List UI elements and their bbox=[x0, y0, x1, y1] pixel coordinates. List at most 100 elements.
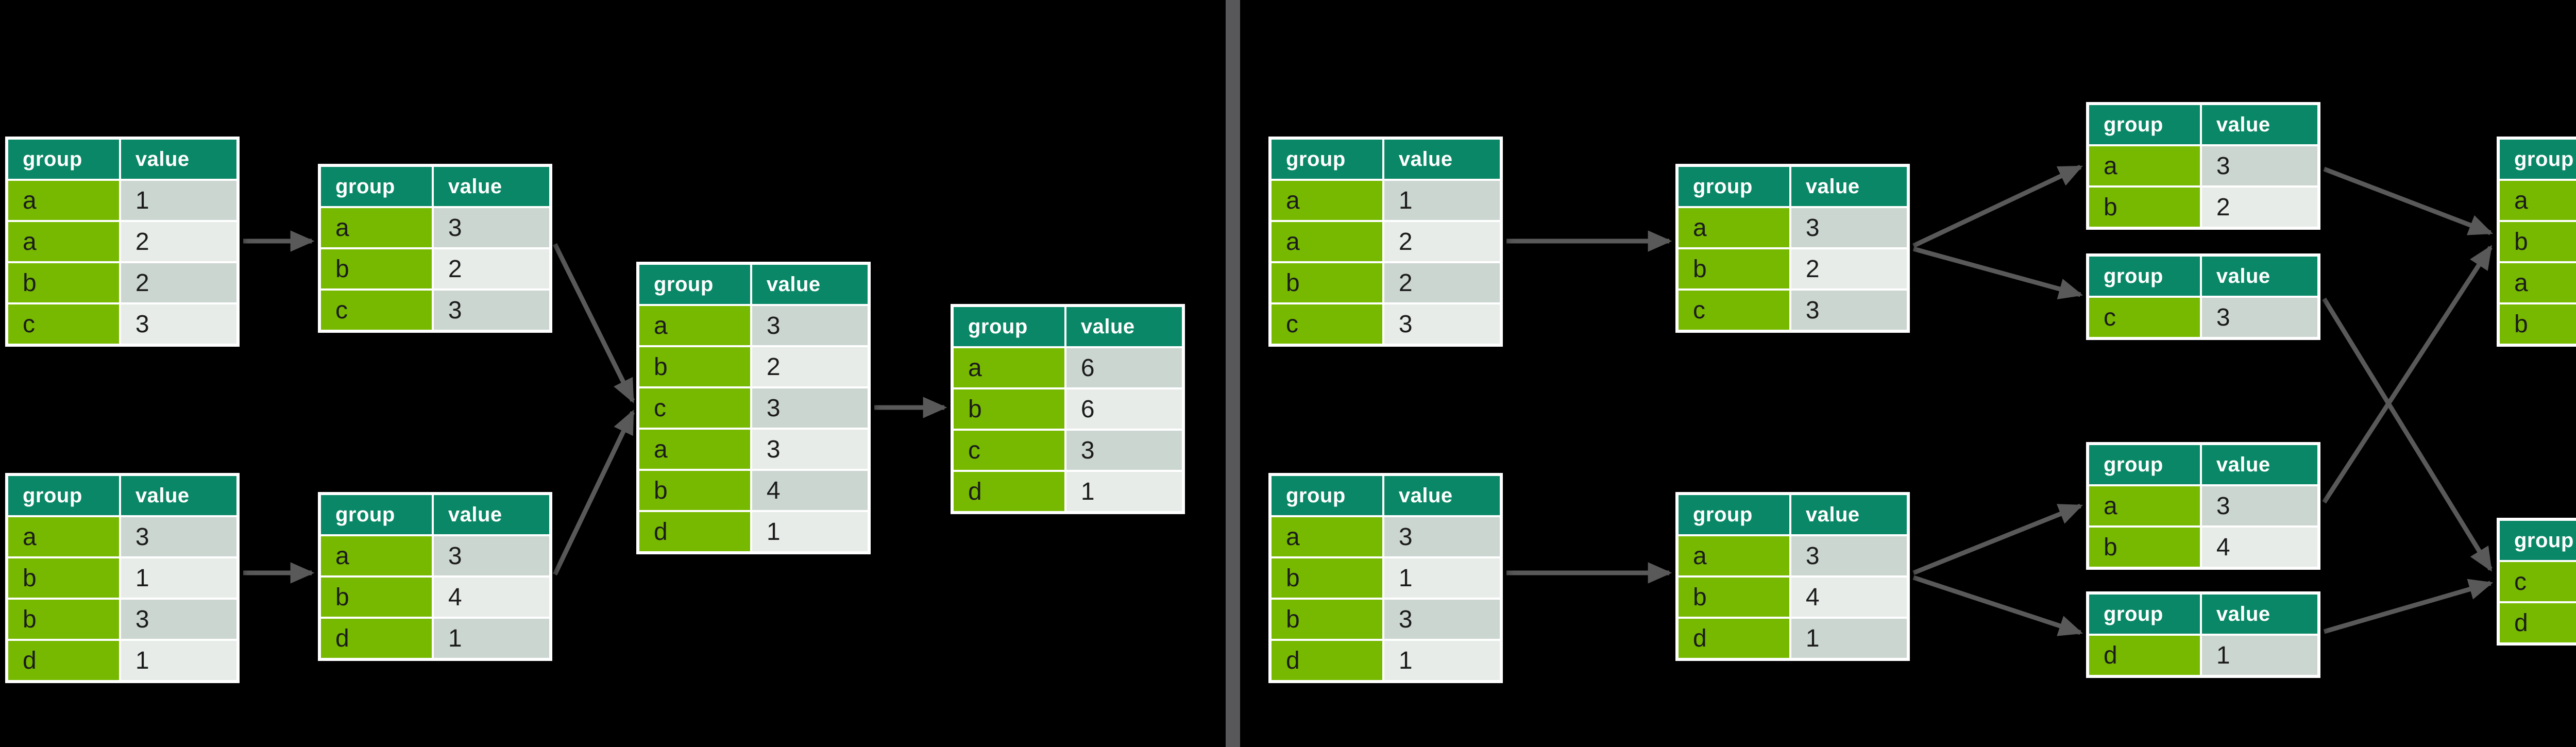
column-header-group: group bbox=[8, 476, 119, 515]
group-cell: b bbox=[639, 347, 750, 386]
group-cell: a bbox=[8, 222, 119, 261]
group-cell: a bbox=[954, 348, 1064, 387]
flow-arrow-R2-R3b bbox=[1912, 246, 2083, 299]
group-cell: a bbox=[639, 306, 750, 345]
value-cell: 3 bbox=[2201, 146, 2317, 185]
group-cell: b bbox=[321, 249, 432, 288]
column-header-value: value bbox=[752, 265, 868, 304]
group-cell: d bbox=[321, 619, 432, 658]
value-cell: 3 bbox=[1384, 600, 1500, 639]
column-header-value: value bbox=[121, 140, 236, 179]
flow-arrow-R6b-R8 bbox=[2323, 579, 2494, 634]
column-header-group: group bbox=[639, 265, 750, 304]
group-cell: d bbox=[2089, 636, 2200, 675]
value-cell: 6 bbox=[1066, 389, 1182, 429]
column-header-group: group bbox=[1272, 140, 1382, 179]
group-cell: a bbox=[8, 517, 119, 556]
value-cell: 3 bbox=[121, 304, 236, 344]
value-cell: 3 bbox=[1791, 536, 1907, 575]
flow-arrow-R5-R6a bbox=[1912, 503, 2083, 575]
group-cell: b bbox=[954, 389, 1064, 429]
column-header-value: value bbox=[1791, 167, 1907, 206]
flow-arrow-R2-R3a bbox=[1912, 164, 2083, 248]
group-cell: b bbox=[8, 600, 119, 639]
value-cell: 3 bbox=[2201, 486, 2317, 525]
group-cell: b bbox=[2089, 528, 2200, 567]
flow-arrow-R3a-R7 bbox=[2323, 166, 2494, 235]
column-header-group: group bbox=[2500, 521, 2576, 560]
flow-arrow-R6a-R7 bbox=[2322, 245, 2493, 504]
group-cell: a bbox=[639, 430, 750, 469]
group-cell: a bbox=[2500, 263, 2576, 302]
group-cell: b bbox=[1272, 558, 1382, 598]
value-cell: 1 bbox=[2201, 636, 2317, 675]
group-cell: a bbox=[1679, 208, 1789, 247]
value-cell: 4 bbox=[1791, 578, 1907, 617]
column-header-value: value bbox=[433, 167, 549, 206]
flow-arrow-L2-L5 bbox=[552, 243, 635, 403]
column-header-group: group bbox=[8, 140, 119, 179]
value-cell: 3 bbox=[1384, 304, 1500, 344]
flow-arrow-R3b-R8 bbox=[2322, 297, 2493, 572]
group-cell: c bbox=[1272, 304, 1382, 344]
value-cell: 3 bbox=[1791, 291, 1907, 330]
data-table-R7: groupvaluea3b2a3b4 bbox=[2497, 137, 2576, 347]
column-header-value: value bbox=[121, 476, 236, 515]
value-cell: 3 bbox=[433, 208, 549, 247]
group-cell: d bbox=[1272, 641, 1382, 680]
group-cell: c bbox=[954, 431, 1064, 470]
group-cell: a bbox=[1272, 222, 1382, 261]
group-cell: b bbox=[1272, 263, 1382, 302]
column-header-value: value bbox=[2201, 445, 2317, 484]
group-cell: c bbox=[8, 304, 119, 344]
value-cell: 3 bbox=[121, 517, 236, 556]
value-cell: 1 bbox=[1066, 472, 1182, 511]
value-cell: 3 bbox=[2201, 298, 2317, 337]
flow-arrow-R5-R6b bbox=[1912, 575, 2083, 636]
group-cell: a bbox=[2089, 486, 2200, 525]
column-header-value: value bbox=[1791, 495, 1907, 534]
value-cell: 2 bbox=[2201, 188, 2317, 227]
value-cell: 3 bbox=[752, 306, 868, 345]
column-header-value: value bbox=[1066, 307, 1182, 346]
group-cell: b bbox=[321, 578, 432, 617]
group-cell: b bbox=[2500, 304, 2576, 344]
column-header-group: group bbox=[2089, 257, 2200, 296]
value-cell: 2 bbox=[1384, 263, 1500, 302]
value-cell: 1 bbox=[121, 181, 236, 220]
value-cell: 3 bbox=[1791, 208, 1907, 247]
value-cell: 2 bbox=[433, 249, 549, 288]
column-header-value: value bbox=[1384, 476, 1500, 515]
group-cell: a bbox=[1272, 517, 1382, 556]
column-header-value: value bbox=[433, 495, 549, 534]
value-cell: 1 bbox=[121, 641, 236, 680]
value-cell: 4 bbox=[2201, 528, 2317, 567]
group-cell: a bbox=[1679, 536, 1789, 575]
group-cell: b bbox=[2089, 188, 2200, 227]
column-header-value: value bbox=[2201, 595, 2317, 634]
value-cell: 2 bbox=[1791, 249, 1907, 288]
group-cell: c bbox=[2500, 562, 2576, 601]
column-header-value: value bbox=[2201, 105, 2317, 144]
value-cell: 3 bbox=[121, 600, 236, 639]
value-cell: 1 bbox=[1791, 619, 1907, 658]
group-cell: b bbox=[1679, 578, 1789, 617]
group-cell: d bbox=[954, 472, 1064, 511]
column-header-group: group bbox=[2089, 105, 2200, 144]
group-cell: d bbox=[1679, 619, 1789, 658]
group-cell: a bbox=[2500, 181, 2576, 220]
value-cell: 2 bbox=[121, 222, 236, 261]
flow-arrow-L4-L5 bbox=[552, 410, 635, 575]
value-cell: 1 bbox=[1384, 641, 1500, 680]
group-cell: d bbox=[8, 641, 119, 680]
value-cell: 1 bbox=[433, 619, 549, 658]
